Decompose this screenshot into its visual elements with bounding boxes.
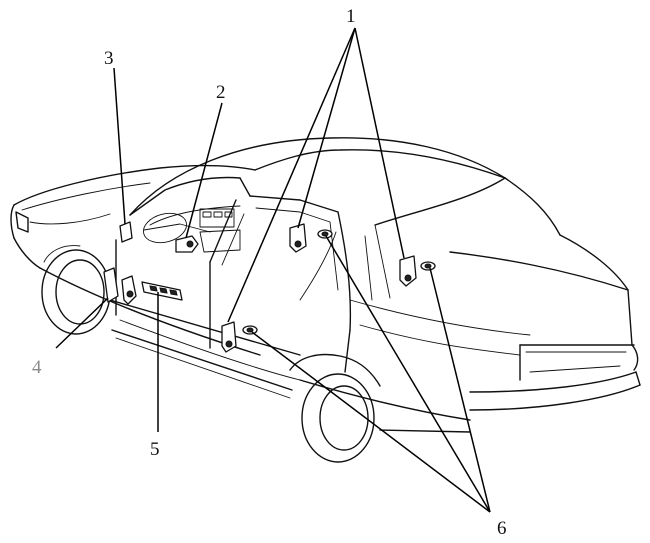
door-switch-front (119, 221, 133, 243)
callout-2: 2 (216, 82, 226, 103)
master-switch (141, 281, 183, 301)
car-body (10, 137, 641, 463)
door-lock-motor-front-lower (221, 321, 237, 353)
door-courtesy-switch-a (242, 325, 258, 335)
door-lock-motor-right-rear (399, 255, 417, 287)
callout-4: 4 (32, 357, 42, 378)
callout-5: 5 (150, 439, 160, 460)
door-lock-motor-left-rear (289, 223, 307, 253)
callout-3: 3 (104, 48, 114, 69)
door-courtesy-switch-b (317, 229, 333, 239)
door-courtesy-switch-c (420, 261, 436, 271)
front-door-lock-motor (103, 267, 137, 305)
ignition-key-cylinder (175, 235, 199, 253)
callout-6: 6 (497, 518, 507, 539)
callout-1: 1 (346, 6, 356, 27)
leader-lines (55, 27, 491, 513)
